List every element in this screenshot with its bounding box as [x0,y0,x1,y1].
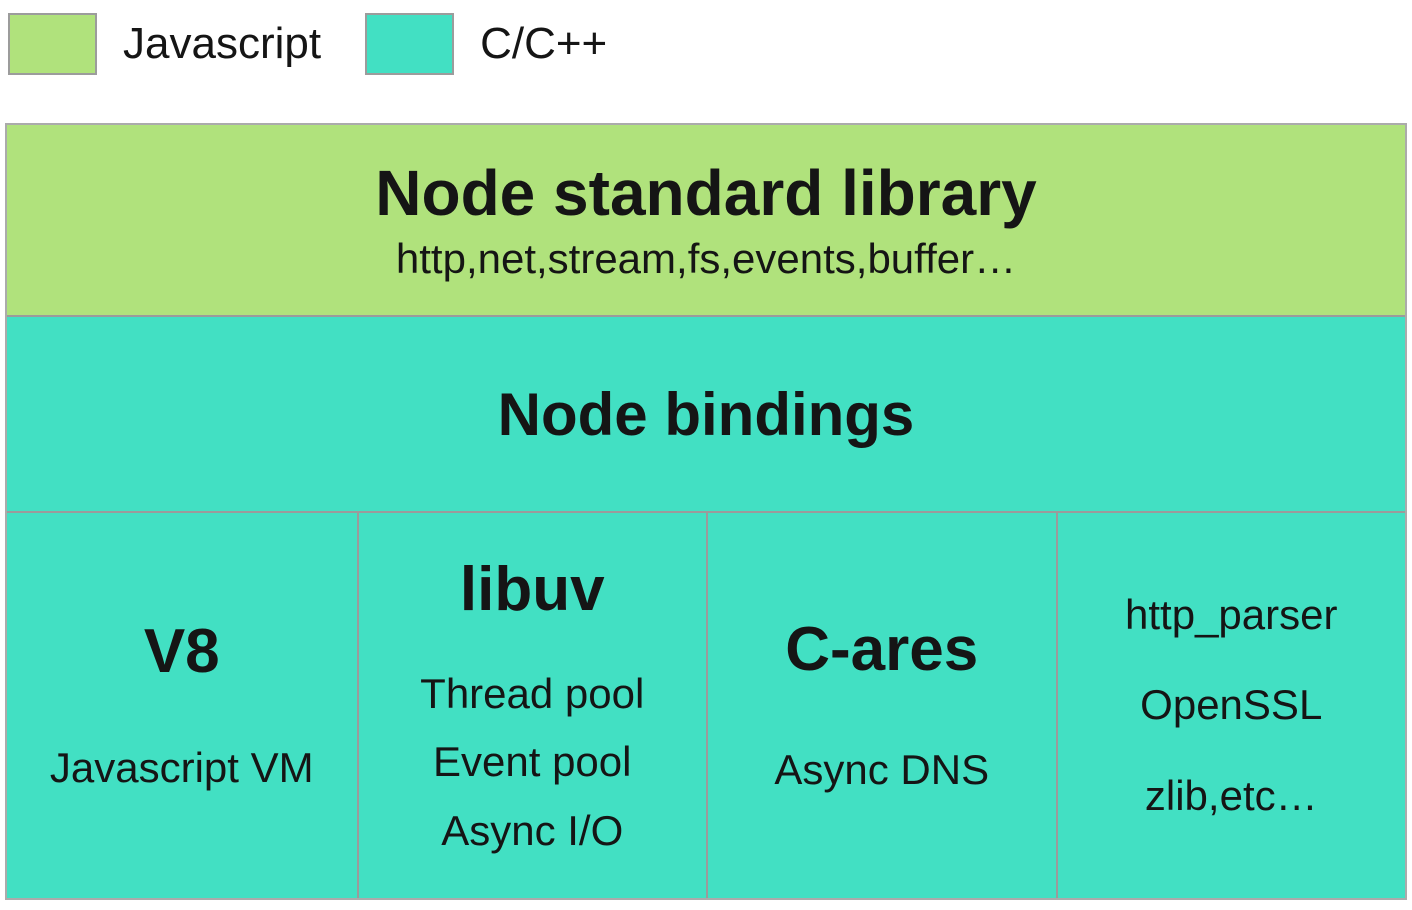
legend-label-cpp: C/C++ [480,19,608,68]
standard-library-title: Node standard library [375,156,1037,229]
deps-item-zlib: zlib,etc… [1144,771,1318,819]
legend-label-javascript: Javascript [123,19,322,68]
node-standard-library-block: Node standard library http,net,stream,fs… [7,125,1405,317]
deps-item-http-parser: http_parser [1125,591,1338,639]
v8-description: Javascript VM [49,744,314,792]
libuv-item-async-io: Async I/O [441,806,624,854]
cpp-color-swatch [365,13,455,75]
legend: Javascript C/C++ [8,13,607,75]
libuv-title: libuv [459,554,605,624]
libuv-item-event-pool: Event pool [433,738,632,786]
node-bindings-title: Node bindings [497,380,915,448]
standard-library-modules: http,net,stream,fs,events,buffer… [395,235,1017,283]
legend-item-javascript: Javascript [8,13,321,75]
c-ares-description: Async DNS [774,746,990,794]
c-ares-title: C-ares [785,615,979,685]
component-other-deps: http_parser OpenSSL zlib,etc… [1055,513,1405,898]
legend-item-cpp: C/C++ [365,13,607,75]
libuv-item-thread-pool: Thread pool [420,670,645,718]
v8-title: V8 [143,617,220,687]
components-row: V8 Javascript VM libuv Thread pool Event… [7,513,1405,898]
component-c-ares: C-ares Async DNS [706,513,1056,898]
component-libuv: libuv Thread pool Event pool Async I/O [356,513,706,898]
node-architecture-diagram: Node standard library http,net,stream,fs… [5,123,1407,900]
deps-item-openssl: OpenSSL [1140,681,1323,729]
node-bindings-block: Node bindings [7,317,1405,513]
javascript-color-swatch [8,13,97,75]
component-v8: V8 Javascript VM [7,513,357,898]
